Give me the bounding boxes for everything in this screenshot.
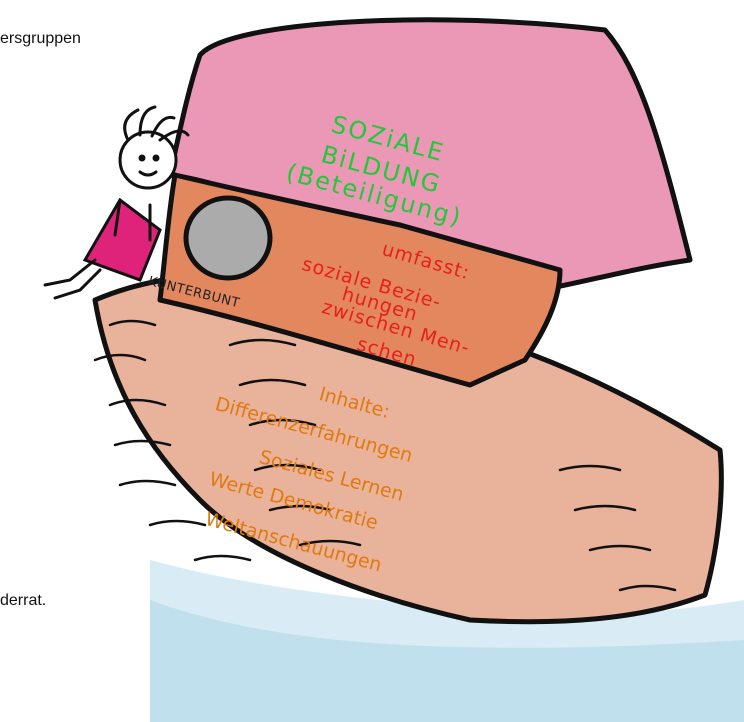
porthole — [186, 198, 270, 278]
